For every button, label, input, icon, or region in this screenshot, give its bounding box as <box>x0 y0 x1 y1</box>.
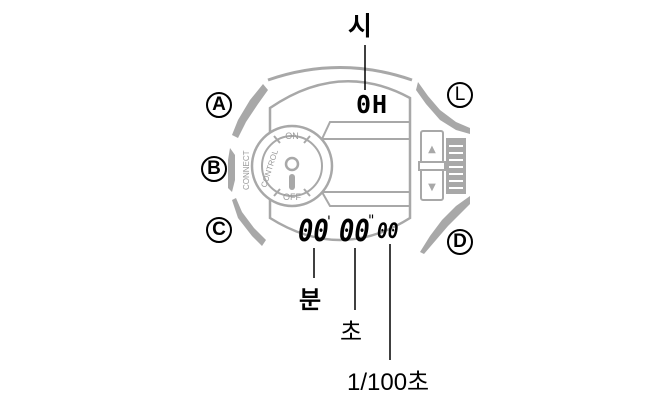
knob-indicator <box>289 174 295 190</box>
upper-segment-box <box>321 121 410 140</box>
right-upper-lug <box>416 82 470 134</box>
button-c-label: C <box>206 217 232 243</box>
case-top-arc <box>267 66 413 82</box>
ring-connect-label: CONNECT <box>242 150 251 190</box>
second-mark: " <box>368 213 375 229</box>
lcd-seconds: 00 <box>339 214 370 249</box>
left-middle-lug <box>228 148 235 192</box>
lcd-minutes: 00 <box>298 214 329 249</box>
minute-mark: ' <box>327 214 331 230</box>
hundredth-label: 1/100초 <box>347 369 430 396</box>
down-arrow-icon: ▼ <box>428 182 436 193</box>
left-upper-lug <box>232 84 268 138</box>
knob-icon <box>284 156 300 172</box>
lower-segment-box <box>321 191 410 207</box>
ring-on-label: ON <box>285 131 299 141</box>
lcd-hour-value: 0H <box>356 90 389 119</box>
left-lower-lug <box>232 198 266 246</box>
ring-off-label: OFF <box>283 192 301 202</box>
up-arrow-icon: ▲ <box>428 144 436 155</box>
right-lower-lug <box>420 196 470 254</box>
lcd-hundredths: 00 <box>377 219 399 243</box>
button-d-label: D <box>447 229 473 255</box>
second-label: 초 <box>340 318 363 346</box>
button-a-label: A <box>206 92 232 118</box>
minute-label: 분 <box>299 286 322 314</box>
hour-label: 시 <box>348 12 372 42</box>
button-l-label: L <box>447 82 473 108</box>
button-b-label: B <box>201 156 227 182</box>
